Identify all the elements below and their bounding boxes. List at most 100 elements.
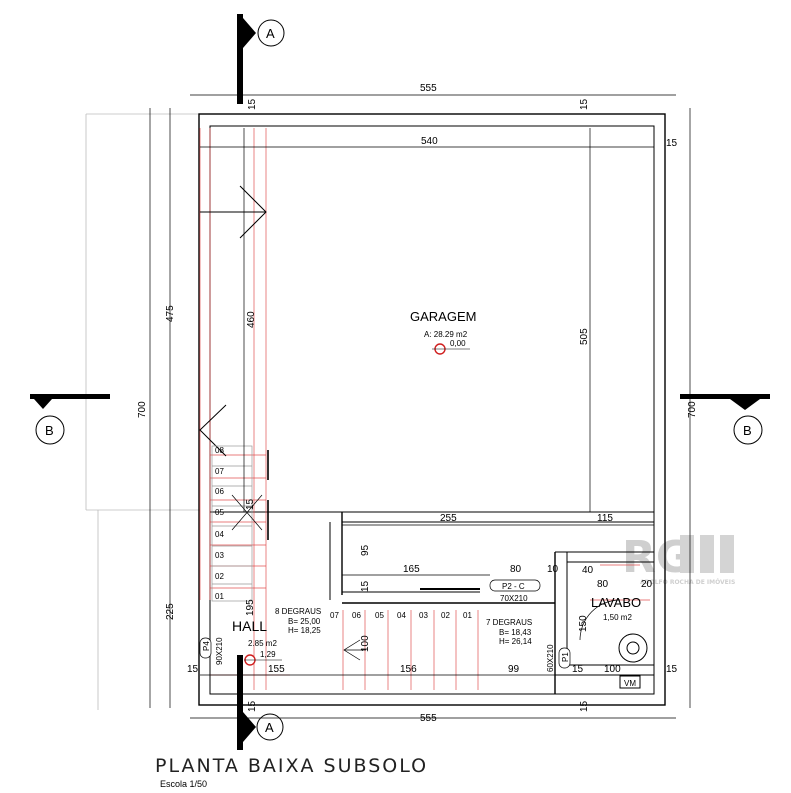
dim-label: 15 bbox=[247, 700, 258, 712]
dim-label: 15 bbox=[579, 98, 590, 110]
dim-label: 15 bbox=[187, 664, 199, 675]
dim-label: 555 bbox=[420, 83, 437, 94]
door-swing-lines bbox=[420, 588, 621, 641]
section-marker-b-right: B bbox=[680, 394, 770, 445]
section-label-b: B bbox=[743, 423, 752, 438]
step-label: 07 bbox=[330, 611, 339, 620]
step-label: 02 bbox=[441, 611, 450, 620]
dim-label: 20 bbox=[641, 579, 653, 590]
section-marker-a-bottom: A bbox=[237, 655, 284, 750]
room-name: GARAGEM bbox=[410, 309, 476, 324]
section-marker-b-left: B bbox=[30, 394, 110, 445]
dim-label: 540 bbox=[421, 136, 438, 147]
dim-label: 15 bbox=[245, 498, 256, 510]
dim-label: 15 bbox=[666, 138, 678, 149]
dim-label: 100 bbox=[604, 664, 621, 675]
step-label: 06 bbox=[352, 611, 361, 620]
step-label: 04 bbox=[397, 611, 406, 620]
door-size: 70X210 bbox=[500, 594, 528, 603]
dim-label: 505 bbox=[579, 328, 590, 345]
stair-lower bbox=[343, 639, 366, 661]
step-label: 05 bbox=[215, 508, 224, 517]
dim-label: 475 bbox=[165, 305, 176, 322]
door-p4: P4 90X210 bbox=[199, 637, 224, 665]
dim-label: 99 bbox=[508, 664, 520, 675]
construction-lines bbox=[85, 113, 200, 710]
toilet-icon bbox=[618, 633, 648, 689]
room-name: LAVABO bbox=[591, 595, 641, 610]
dim-label: 225 bbox=[165, 603, 176, 620]
step-label: 07 bbox=[215, 467, 224, 476]
section-marker-a-top: A bbox=[237, 14, 285, 104]
dim-label: 165 bbox=[403, 564, 420, 575]
room-hall: HALL 2.85 m2 1,29 bbox=[232, 618, 282, 666]
room-lavabo: LAVABO 1,50 m2 VM bbox=[591, 595, 641, 688]
section-label-a: A bbox=[265, 720, 274, 735]
dim-label: 10 bbox=[547, 564, 559, 575]
step-label: 01 bbox=[463, 611, 472, 620]
dimension-lines bbox=[149, 94, 691, 719]
dim-label: 700 bbox=[687, 401, 698, 418]
ramp-arrow-icon bbox=[199, 185, 267, 457]
dim-label: 700 bbox=[137, 401, 148, 418]
door-tag: P4 bbox=[202, 641, 211, 651]
drawing-title: PLANTA BAIXA SUBSOLO bbox=[155, 755, 428, 777]
dim-label: 255 bbox=[440, 513, 457, 524]
room-level: 0,00 bbox=[450, 339, 466, 348]
stair-title: 7 DEGRAUS bbox=[486, 618, 532, 627]
dim-label: 155 bbox=[268, 664, 285, 675]
dim-label: 115 bbox=[597, 513, 613, 524]
dim-label: 15 bbox=[360, 580, 371, 592]
dim-label: 95 bbox=[360, 544, 371, 556]
watermark-tagline: ADOLFO ROCHA DE IMÓVEIS bbox=[640, 579, 735, 586]
stair-h: H= 26,14 bbox=[499, 637, 532, 646]
step-label: 02 bbox=[215, 572, 224, 581]
room-area: 1,50 m2 bbox=[603, 613, 632, 622]
dim-label: 195 bbox=[245, 599, 256, 616]
door-p2: P2 - C 70X210 bbox=[489, 579, 541, 603]
dim-label: 156 bbox=[400, 664, 417, 675]
watermark: RG ADOLFO ROCHA DE IMÓVEIS bbox=[622, 532, 735, 586]
red-guides bbox=[199, 128, 650, 690]
dim-label: 15 bbox=[247, 98, 258, 110]
dim-label: 15 bbox=[572, 664, 584, 675]
stair-h: H= 18,25 bbox=[288, 626, 321, 635]
dim-label: 150 bbox=[578, 615, 589, 632]
stair-b: B= 25,00 bbox=[288, 617, 321, 626]
step-label: 08 bbox=[215, 446, 224, 455]
dim-label: 80 bbox=[597, 579, 609, 590]
dim-label: 555 bbox=[420, 713, 437, 724]
room-garagem: GARAGEM A: 28.29 m2 0,00 bbox=[410, 309, 476, 355]
dim-label: 100 bbox=[360, 635, 371, 652]
door-size: 60X210 bbox=[546, 644, 555, 672]
dim-label: 15 bbox=[579, 700, 590, 712]
step-label: 04 bbox=[215, 530, 224, 539]
stair-upper-step-labels: 08 07 06 05 04 03 02 01 bbox=[215, 446, 224, 601]
step-label: 01 bbox=[215, 592, 224, 601]
stair-b: B= 18,43 bbox=[499, 628, 532, 637]
stair-upper-info: 8 DEGRAUS B= 25,00 H= 18,25 bbox=[275, 607, 321, 635]
step-label: 03 bbox=[215, 551, 224, 560]
vm-label: VM bbox=[624, 679, 636, 688]
door-p1: P1 60X210 bbox=[546, 644, 571, 672]
step-label: 06 bbox=[215, 487, 224, 496]
step-label: 03 bbox=[419, 611, 428, 620]
stair-lower-info: 7 DEGRAUS B= 18,43 H= 26,14 bbox=[486, 618, 532, 646]
drawing-scale: Escola 1/50 bbox=[160, 779, 207, 789]
walls bbox=[198, 113, 666, 706]
dim-label: 460 bbox=[246, 311, 257, 328]
door-tag: P2 - C bbox=[502, 582, 525, 591]
stair-title: 8 DEGRAUS bbox=[275, 607, 321, 616]
room-level: 1,29 bbox=[260, 650, 276, 659]
door-tag: P1 bbox=[561, 652, 570, 662]
dim-label: 15 bbox=[666, 664, 678, 675]
dim-label: 80 bbox=[510, 564, 522, 575]
door-size: 90X210 bbox=[215, 637, 224, 665]
stair-upper bbox=[211, 445, 269, 602]
stair-lower-step-labels: 07 06 05 04 03 02 01 bbox=[330, 611, 472, 620]
step-label: 05 bbox=[375, 611, 384, 620]
dim-label: 40 bbox=[582, 565, 594, 576]
room-area: 2.85 m2 bbox=[248, 639, 277, 648]
room-area: A: 28.29 m2 bbox=[424, 330, 468, 339]
